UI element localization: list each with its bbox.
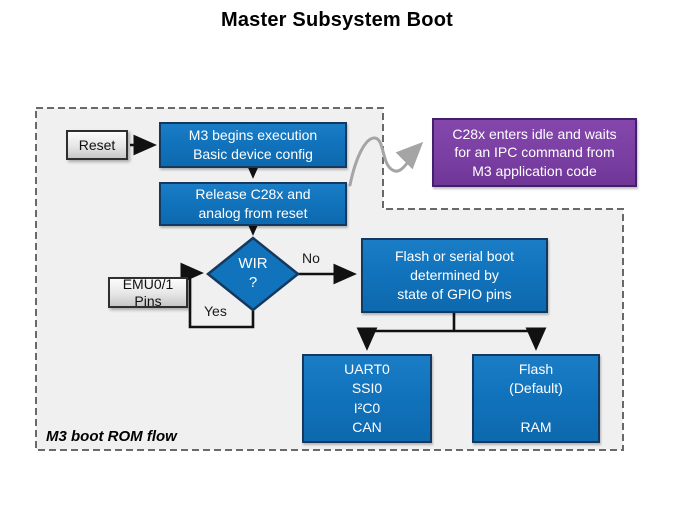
wavy-arrow-release-to-c28x-idle: [348, 136, 424, 187]
emu-pins-node: EMU0/1 Pins: [108, 276, 188, 309]
reset-node: Reset: [66, 130, 128, 160]
connector-gpio-split: [367, 313, 536, 333]
serial-boot-options-node: UART0 SSI0 I²C0 CAN: [302, 354, 432, 443]
release-c28x-node: Release C28x and analog from reset: [159, 182, 347, 226]
gpio-boot-node: Flash or serial boot determined by state…: [361, 238, 548, 313]
m3-begin-execution-node: M3 begins execution Basic device config: [159, 122, 347, 168]
flash-boot-options-node: Flash (Default) RAM: [472, 354, 600, 443]
c28x-idle-note: C28x enters idle and waits for an IPC co…: [432, 118, 637, 187]
edge-label-yes: Yes: [204, 303, 227, 319]
page-title: Master Subsystem Boot: [220, 9, 454, 31]
wir-decision-diamond: [205, 236, 301, 312]
boot-rom-region-label: M3 boot ROM flow: [46, 428, 177, 445]
arrow-wir-yes-loop: [180, 262, 255, 329]
edge-label-no: No: [302, 250, 320, 266]
